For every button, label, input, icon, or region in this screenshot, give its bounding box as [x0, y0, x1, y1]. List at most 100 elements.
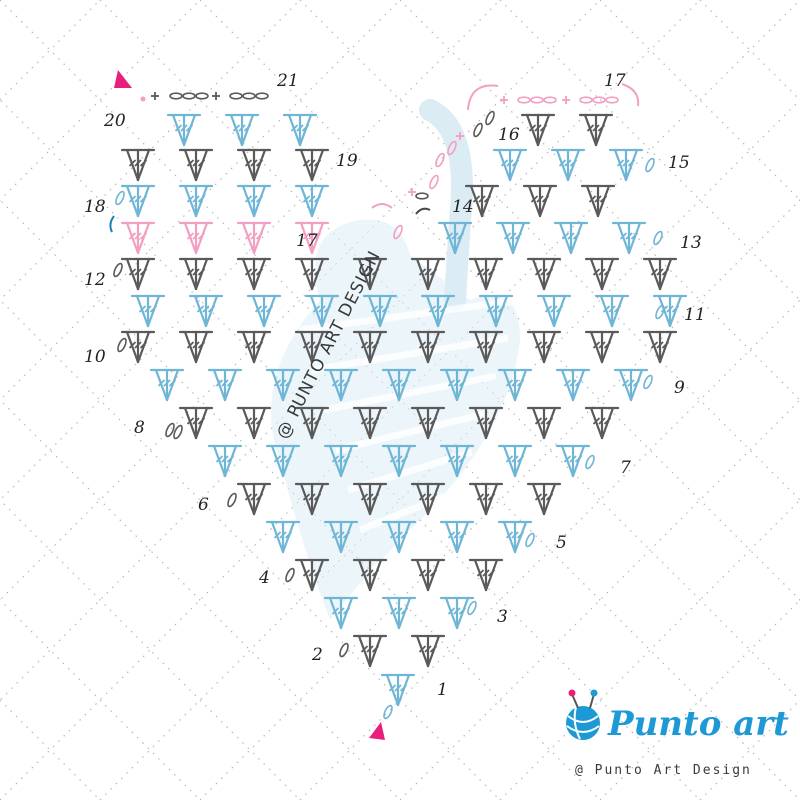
stitch-stem: [194, 406, 209, 440]
stitch-stem: [299, 148, 314, 182]
stitch-stem: [542, 482, 557, 516]
row-label: 13: [680, 233, 702, 253]
stitch-crossbar: [572, 232, 581, 240]
stitch-stem: [328, 444, 343, 478]
stitch-stem: [455, 368, 470, 402]
stitch-crossbar: [424, 569, 432, 577]
heart-watermark-fill: [271, 219, 520, 620]
stitch-stem: [415, 482, 430, 516]
grid-line: [99, 99, 800, 800]
stitch-stem: [473, 558, 488, 592]
stitch-stem: [270, 368, 285, 402]
stitch-crossbar: [250, 417, 258, 425]
stitch-crossbar: [360, 417, 369, 425]
stitch-symbols: [113, 92, 688, 720]
row-label: 3: [497, 607, 508, 627]
stitch-crossbar: [139, 341, 148, 349]
stitch-crossbar: [418, 417, 427, 425]
stitch-stem: [589, 257, 604, 291]
stitch-crossbar: [342, 379, 351, 387]
stitch-crossbar: [279, 379, 287, 387]
stitch-stem: [415, 406, 430, 440]
stitch-crossbar: [418, 645, 427, 653]
chain-stitch: [525, 532, 535, 548]
grid-line: [0, 0, 701, 701]
stitch-crossbar: [308, 159, 316, 167]
stitch-stem: [183, 221, 198, 255]
stitch-crossbar: [313, 159, 322, 167]
stitch-crossbar: [603, 341, 612, 349]
stitch-crossbar: [250, 493, 258, 501]
stitch-crossbar: [506, 159, 514, 167]
chain-stitch: [165, 422, 175, 438]
stitch-crossbar: [215, 379, 224, 387]
stitch-stem: [560, 368, 575, 402]
stitch-crossbar: [128, 341, 137, 349]
watermark-stripe: [335, 410, 485, 454]
stitch-crossbar: [244, 417, 253, 425]
chain-stitch: [473, 122, 483, 138]
stitch-stem: [241, 406, 256, 440]
stitch-crossbar: [399, 684, 408, 692]
stitch-stem: [125, 221, 140, 255]
stitch-stem: [616, 221, 631, 255]
row-label: 15: [668, 153, 690, 173]
stitch-stem: [566, 148, 581, 182]
stitch-crossbar: [371, 569, 380, 577]
stitch-crossbar: [174, 124, 183, 132]
stitch-crossbar: [381, 305, 390, 313]
stitch-crossbar: [574, 379, 583, 387]
stitch-crossbar: [250, 195, 258, 203]
stitch-stem: [368, 482, 383, 516]
stitch-stem: [484, 482, 499, 516]
watermark-stripe: [358, 486, 462, 534]
chain-stitch: [517, 96, 531, 104]
stitch-crossbar: [185, 124, 194, 132]
stitch-crossbar: [221, 455, 229, 463]
stitch-stem: [310, 148, 325, 182]
stitch-stem: [415, 634, 430, 668]
stitch-crossbar: [534, 268, 543, 276]
stitch-crossbar: [516, 379, 525, 387]
stitch-crossbar: [250, 232, 258, 240]
stitch-stem: [473, 406, 488, 440]
stitch-stem: [367, 294, 382, 328]
stitch-crossbar: [139, 232, 148, 240]
start-marker-icon: [369, 722, 385, 740]
stitch-crossbar: [447, 531, 456, 539]
stitch-stem: [136, 221, 151, 255]
turn-arrow-icon: [415, 207, 431, 215]
stitch-crossbar: [563, 455, 572, 463]
stitch-crossbar: [429, 493, 438, 501]
stitch-crossbar: [458, 531, 467, 539]
stitch-stem: [241, 482, 256, 516]
stitch-stem: [309, 294, 324, 328]
stitch-stem: [194, 221, 209, 255]
stitch-crossbar: [666, 305, 674, 313]
turn-arrow-icon: [371, 203, 393, 209]
stitch-crossbar: [453, 531, 461, 539]
grid-line: [0, 0, 301, 301]
stitch-stem: [513, 520, 528, 554]
stitch-stem: [299, 558, 314, 592]
stitch-crossbar: [226, 379, 235, 387]
stitch-stem: [194, 148, 209, 182]
stitch-crossbar: [594, 195, 602, 203]
stitch-crossbar: [561, 232, 570, 240]
chain-stitch: [592, 96, 606, 104]
stitch-crossbar: [389, 531, 398, 539]
stitch-crossbar: [308, 569, 316, 577]
stitch-crossbar: [196, 305, 205, 313]
stitch-stem: [469, 184, 484, 218]
stitch-crossbar: [598, 268, 606, 276]
stitch-stem: [299, 482, 314, 516]
stitch-stem: [339, 444, 354, 478]
stitch-crossbar: [157, 379, 166, 387]
stitch-stem: [154, 368, 169, 402]
stitch-crossbar: [514, 232, 523, 240]
knitting-needle-icon: [419, 99, 473, 311]
stitch-crossbar: [476, 268, 485, 276]
stitch-crossbar: [337, 607, 345, 615]
stitch-stem: [270, 444, 285, 478]
